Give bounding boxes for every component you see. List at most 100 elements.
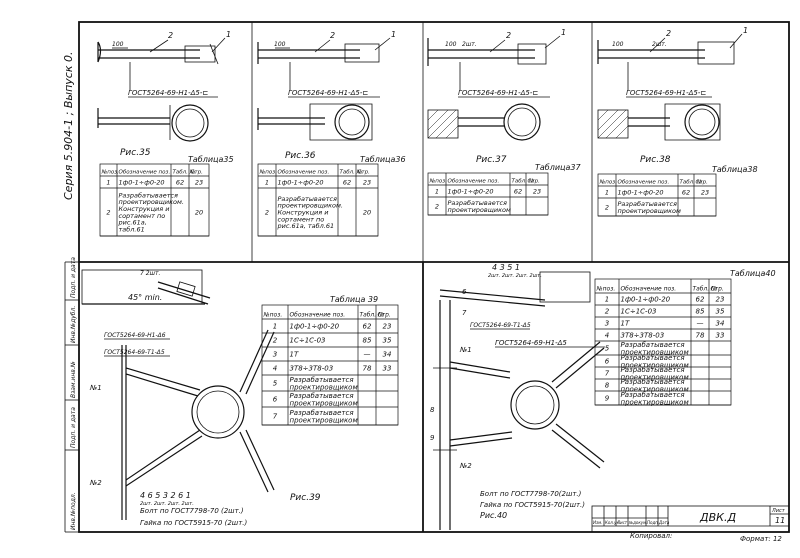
table-header-cell: Обозначение поз. [119, 170, 171, 176]
table-header-cell: №поз. [596, 286, 616, 293]
table-cell: 1 [605, 188, 609, 196]
table-header-cell: Табл. № [693, 286, 718, 293]
table-cell: 3 [605, 320, 609, 328]
table-cell: 20 [363, 208, 371, 216]
table-header-cell: Стр. [696, 180, 709, 186]
table-cell: 34 [383, 351, 392, 359]
fig36-gost: ГОСТ5264-69-Н1-Δ5-⊏ [288, 89, 368, 97]
table-cell: проектировщиком [621, 398, 690, 406]
table-cell: Разрабатывается [621, 378, 685, 386]
tb-col-1: Кол.уч. [605, 520, 620, 525]
table-cell: Разрабатывается [119, 191, 179, 199]
table-cell: сортамент по [278, 215, 325, 223]
table-cell: 23 [533, 187, 541, 195]
table-cell: Разрабатывается [278, 195, 338, 203]
tb-col-4: Подп. [647, 520, 659, 525]
table-header-cell: Обозначение поз. [278, 170, 330, 176]
fig40-n1: №1 [459, 346, 472, 354]
table-cell: 2 [106, 208, 110, 216]
fig37-dim: 100 [445, 41, 457, 48]
fig37-gost: ГОСТ5264-69-Н1-Δ5-⊏ [458, 89, 538, 97]
fig38-table-title: Таблица38 [712, 165, 758, 174]
table-cell: проектировщиком [448, 206, 511, 214]
table-cell: 4 [273, 365, 277, 373]
fig38-dim: 100 [612, 41, 624, 48]
fig36-pos2: 2 [330, 31, 335, 40]
table-cell: 62 [514, 187, 522, 195]
table-cell: 85 [363, 337, 372, 345]
stamp-col-1: Подп. и дата [70, 407, 77, 448]
drawing-code: ДВК.Д [699, 511, 736, 524]
table-cell: 23 [383, 323, 392, 331]
fig40-table-title: Таблица40 [730, 269, 776, 278]
table-cell: 5 [273, 380, 278, 388]
table-cell: 1Т [621, 320, 630, 328]
table-cell: 1 [435, 187, 439, 195]
fig37-pos2: 2 [506, 31, 511, 40]
table-cell: Конструкция и [119, 205, 170, 213]
table-cell: 1 [106, 178, 110, 186]
fig36-caption: Рис.36 [285, 151, 316, 161]
fig39-n1: №1 [89, 384, 102, 392]
table-cell: 78 [363, 365, 372, 373]
table-cell: 2 [605, 203, 609, 211]
tb-col-5: Дата [658, 520, 670, 525]
format: Формат: 12 [740, 535, 782, 543]
table-cell: 23 [195, 178, 203, 186]
fig38-gost: ГОСТ5264-69-Н1-Δ5-⊏ [626, 89, 706, 97]
fig38-pos2: 2 [666, 29, 671, 38]
fig35-gost: ГОСТ5264-69-Н1-Δ5-⊏ [128, 89, 208, 97]
side-strip: Серия 5.904-1 ; Выпуск 0. Инв.№подл. Под… [62, 52, 80, 533]
fig38-qty: 2шт. [652, 41, 667, 48]
table-cell: 6 [605, 358, 610, 366]
title-block: Изм. Кол.уч. Лист №докум. Подп. Дата ДВК… [591, 505, 790, 543]
figure-37: 100 2шт. 2 1 ГОСТ5264-69-Н1-Δ5-⊏ Рис.37 … [427, 28, 581, 216]
fig39-pos-row: 4 6 5 3 2 6 1 [140, 491, 191, 500]
table-cell: 2 [605, 308, 610, 316]
fig35-table-title: Таблица35 [188, 155, 234, 164]
copied-by: Копировал: [630, 532, 672, 540]
fig39-pos-qty: 2шт. 2шт. 2шт. 2шт. [140, 501, 194, 507]
table-header-cell: №поз. [263, 312, 283, 319]
table-cell: табл.61 [119, 226, 145, 234]
table-cell: 33 [383, 365, 392, 373]
table-cell: 33 [716, 332, 725, 340]
table-cell: 1ф0-1÷ф0-20 [618, 188, 664, 196]
fig39-bolt: Болт по ГОСТ7798-70 (2шт.) [140, 507, 244, 515]
table-cell: Разрабатывается [290, 409, 354, 417]
table-cell: 23 [716, 296, 725, 304]
table-cell: 62 [176, 178, 184, 186]
table-header-cell: Табл. № [360, 312, 385, 319]
table-cell: 23 [363, 178, 371, 186]
table-cell: 1ф0-1÷ф0-20 [290, 323, 340, 331]
series-label: Серия 5.904-1 ; Выпуск 0. [62, 52, 75, 200]
table-cell: Разрабатывается [621, 391, 685, 399]
fig40-top-labels: 4 3 5 1 [492, 263, 520, 272]
fig37-table-title: Таблица37 [535, 163, 581, 172]
fig36-pos1: 1 [391, 30, 396, 39]
fig40-top-qty: 2шт. 2шт. 2шт. 2шт. [488, 273, 542, 279]
table-cell: 6 [273, 396, 278, 404]
fig39-gost-b: ГОСТ5264-69-Т1-Δ5 [104, 349, 165, 356]
fig35-pos1: 1 [226, 30, 231, 39]
table-cell: 2 [273, 337, 278, 345]
table-cell: проектировщиком [621, 373, 690, 381]
table-cell: 2 [265, 208, 269, 216]
table-cell: 9 [605, 395, 610, 403]
table-header-cell: Табл. № [680, 180, 703, 186]
fig38-caption: Рис.38 [640, 155, 671, 165]
fig40-gost-b: ГОСТ5264-69-Н1-Δ5 [495, 339, 567, 347]
stamp-col-0: Инв.№подл. [70, 492, 77, 530]
stamp-col-4: Подп. и дата [70, 257, 77, 298]
figure-36: 100 2 1 ГОСТ5264-69-Н1-Δ5-⊏ Рис.36 Табли… [257, 30, 406, 237]
table-cell: проектировщиком. [278, 202, 343, 210]
table-header-cell: Обозначение поз. [621, 286, 677, 293]
fig39-n2: №2 [89, 479, 102, 487]
table-cell: Разрабатывается [621, 341, 685, 349]
table-cell: проектировщиком. [119, 198, 184, 206]
